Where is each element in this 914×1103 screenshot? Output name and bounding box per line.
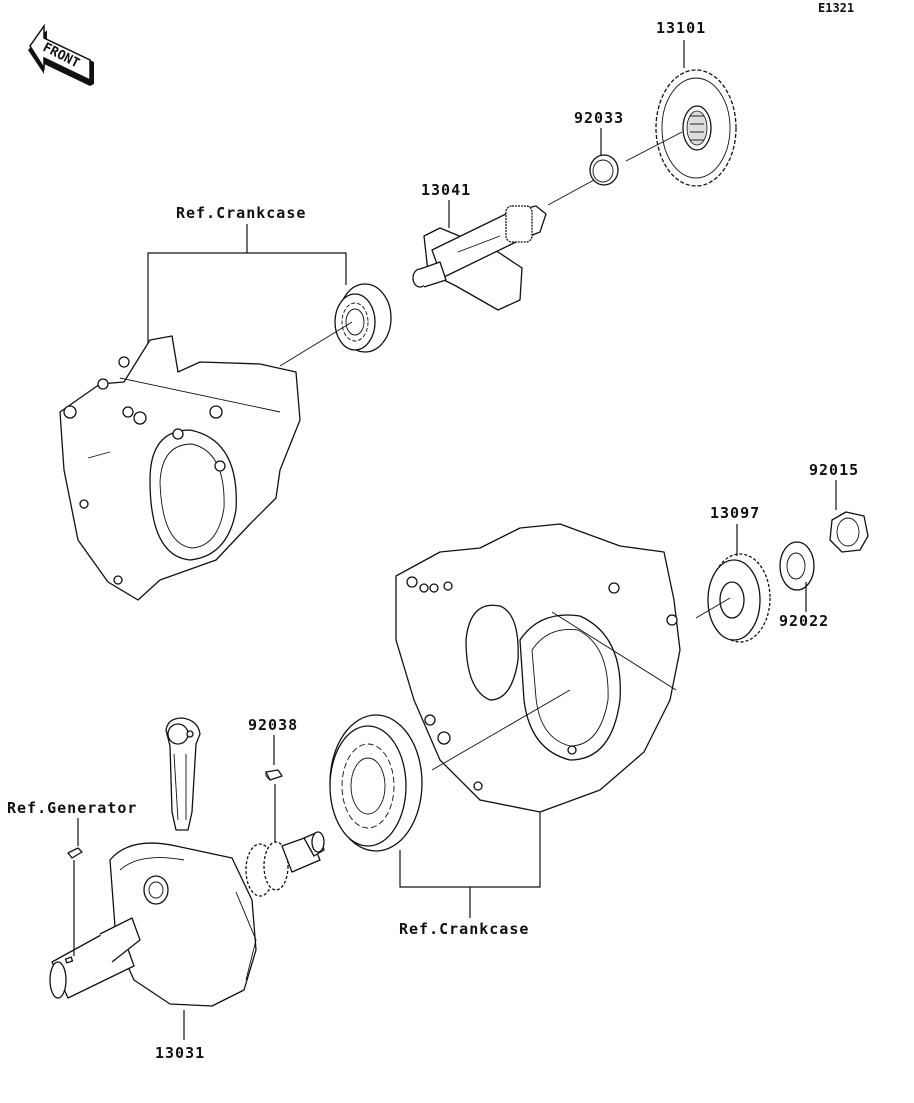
axis-line	[547, 179, 595, 206]
part-13097-gear[interactable]	[707, 553, 771, 643]
crankcase-right-half	[395, 523, 681, 813]
crankcase-left-half	[59, 335, 301, 601]
ref-label-crankcase-upper[interactable]: Ref.Crankcase	[176, 204, 306, 222]
front-arrow-icon: FRONT	[28, 23, 94, 86]
diagram-code: E1321	[818, 1, 854, 15]
ref-label-generator[interactable]: Ref.Generator	[7, 799, 137, 817]
ref-label-crankcase-lower[interactable]: Ref.Crankcase	[399, 920, 529, 938]
part-92015-nut[interactable]	[829, 511, 869, 553]
part-92038-key[interactable]	[265, 769, 283, 781]
bearing-lower[interactable]	[329, 714, 423, 852]
part-13031-crankshaft[interactable]	[49, 717, 325, 1007]
ref-bracket-lower	[399, 812, 541, 888]
axis-line	[431, 689, 571, 771]
part-label-13101[interactable]: 13101	[656, 19, 706, 37]
part-label-92033[interactable]: 92033	[574, 109, 624, 127]
axis-line	[695, 597, 731, 619]
part-label-92022[interactable]: 92022	[779, 612, 829, 630]
part-13041-balancer-shaft[interactable]	[412, 205, 547, 311]
ref-bracket-upper	[147, 252, 347, 345]
bearing-upper[interactable]	[334, 283, 392, 353]
part-label-92015[interactable]: 92015	[809, 461, 859, 479]
axis-line	[625, 131, 683, 162]
part-label-13097[interactable]: 13097	[710, 504, 760, 522]
part-label-13031[interactable]: 13031	[155, 1044, 205, 1062]
part-92033-circlip[interactable]	[589, 154, 619, 186]
part-label-13041[interactable]: 13041	[421, 181, 471, 199]
part-13101-gear[interactable]	[655, 69, 737, 187]
axis-line	[279, 321, 353, 367]
part-92022-washer[interactable]	[779, 541, 815, 591]
generator-key[interactable]	[67, 847, 83, 859]
part-label-92038[interactable]: 92038	[248, 716, 298, 734]
